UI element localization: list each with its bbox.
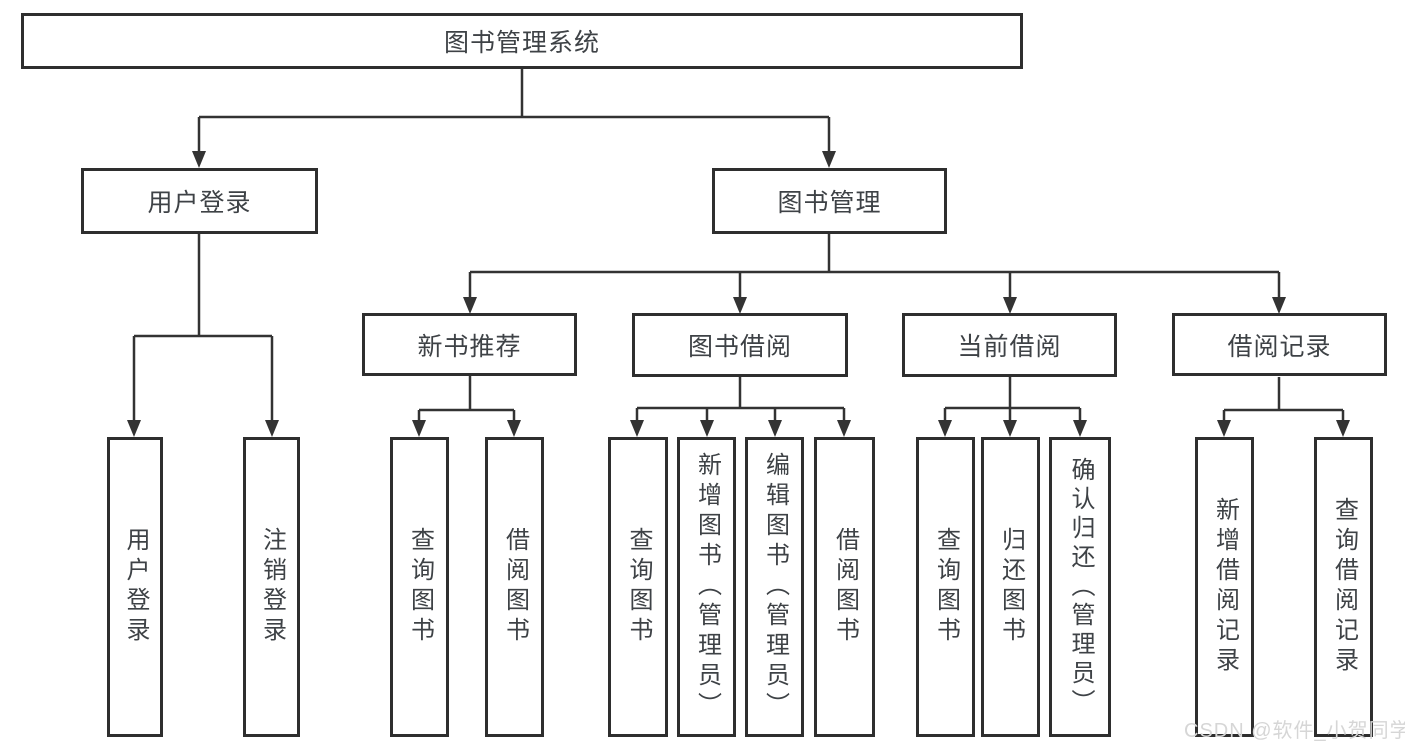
leaf-user-login: 用户登录 xyxy=(107,437,163,737)
leaf-query-book-borrow: 查询图书 xyxy=(608,437,668,737)
node-borrowing-records-label: 借阅记录 xyxy=(1227,332,1332,361)
node-user-login: 用户登录 xyxy=(81,168,318,234)
leaf-query-book-borrow-label: 查询图书 xyxy=(625,527,652,647)
leaf-add-borrow-record: 新增借阅记录 xyxy=(1195,437,1254,737)
node-root: 图书管理系统 xyxy=(21,13,1023,69)
csdn-watermark: CSDN @软件_小贺同学 xyxy=(1184,720,1405,742)
node-current-borrowing-label: 当前借阅 xyxy=(957,333,1062,361)
node-current-borrowing: 当前借阅 xyxy=(902,313,1117,377)
leaf-query-book-recommend: 查询图书 xyxy=(390,437,449,737)
leaf-edit-book-admin: 编辑图书（管理员） xyxy=(745,437,804,737)
leaf-logout: 注销登录 xyxy=(243,437,300,737)
leaf-confirm-return-admin: 确认归还（管理员） xyxy=(1049,437,1111,737)
node-book-management: 图书管理 xyxy=(712,168,947,234)
leaf-query-book-current: 查询图书 xyxy=(916,437,975,737)
leaf-add-borrow-record-label: 新增借阅记录 xyxy=(1211,497,1239,677)
leaf-add-book-admin-label: 新增图书（管理员） xyxy=(693,452,721,722)
leaf-query-book-recommend-label: 查询图书 xyxy=(406,527,434,647)
leaf-confirm-return-admin-label: 确认归还（管理员） xyxy=(1067,456,1094,718)
leaf-edit-book-admin-label: 编辑图书（管理员） xyxy=(761,452,789,722)
leaf-borrow-book-borrow-label: 借阅图书 xyxy=(831,527,859,647)
node-book-management-label: 图书管理 xyxy=(777,189,882,217)
leaf-add-book-admin: 新增图书（管理员） xyxy=(677,437,736,737)
leaf-query-borrow-record-label: 查询借阅记录 xyxy=(1330,497,1358,677)
node-new-book-recommend: 新书推荐 xyxy=(362,313,577,376)
node-root-label: 图书管理系统 xyxy=(443,29,600,57)
tree-edges xyxy=(132,69,1345,423)
node-user-login-label: 用户登录 xyxy=(147,189,252,217)
node-new-book-recommend-label: 新书推荐 xyxy=(417,332,522,361)
leaf-query-book-current-label: 查询图书 xyxy=(932,527,960,647)
leaf-user-login-label: 用户登录 xyxy=(122,527,149,647)
node-book-borrowing-label: 图书借阅 xyxy=(687,333,792,361)
leaf-borrow-book-recommend: 借阅图书 xyxy=(485,437,544,737)
node-book-borrowing: 图书借阅 xyxy=(632,313,848,377)
leaf-return-book-label: 归还图书 xyxy=(997,527,1025,647)
leaf-borrow-book-recommend-label: 借阅图书 xyxy=(501,527,529,647)
node-borrowing-records: 借阅记录 xyxy=(1172,313,1387,376)
leaf-query-borrow-record: 查询借阅记录 xyxy=(1314,437,1373,737)
leaf-return-book: 归还图书 xyxy=(981,437,1040,737)
leaf-logout-label: 注销登录 xyxy=(258,527,286,647)
leaf-borrow-book-borrow: 借阅图书 xyxy=(814,437,875,737)
